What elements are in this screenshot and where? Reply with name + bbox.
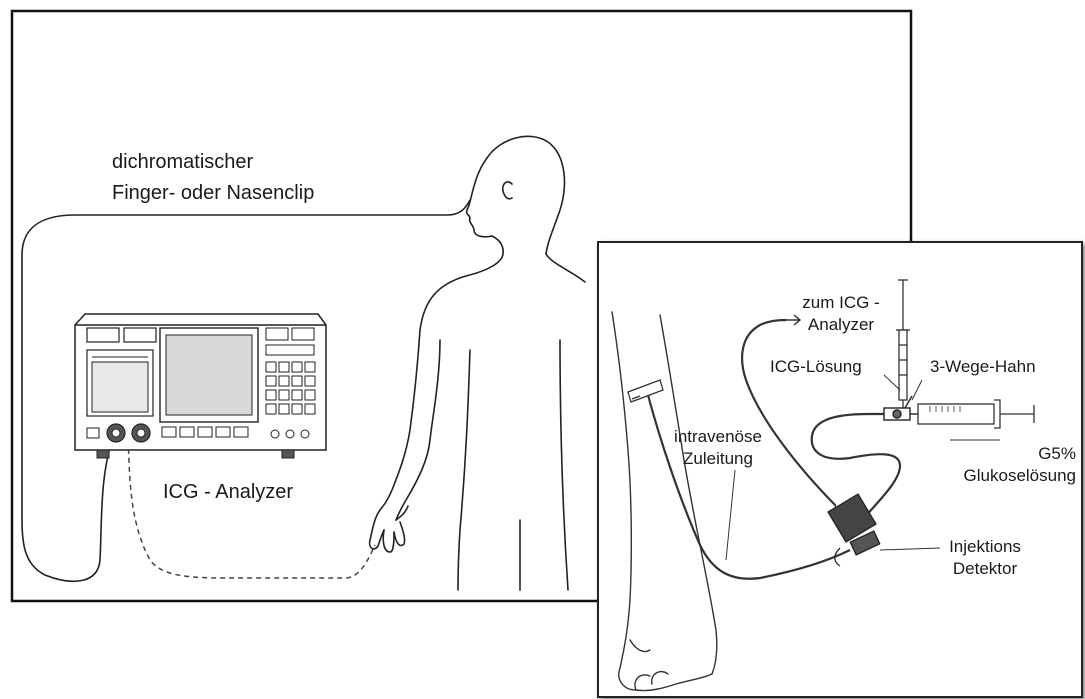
clip-label-line1: dichromatischer [112, 150, 253, 174]
injection-label-line2: Detektor [938, 559, 1032, 579]
clip-label-line2: Finger- oder Nasenclip [112, 181, 314, 205]
to-analyzer-label-line1: zum ICG - [796, 293, 886, 313]
three-way-valve-label: 3-Wege-Hahn [930, 357, 1036, 377]
analyzer-label: ICG - Analyzer [163, 480, 293, 504]
injection-label-line1: Injektions [938, 537, 1032, 557]
g5-label-line1: G5% [960, 444, 1076, 464]
iv-line-label-line1: intravenöse [668, 427, 768, 447]
to-analyzer-label-line2: Analyzer [796, 315, 886, 335]
iv-line-label-line2: Zuleitung [668, 449, 768, 469]
icg-solution-label: ICG-Lösung [770, 357, 862, 377]
g5-label-line2: Glukoselösung [940, 466, 1076, 486]
